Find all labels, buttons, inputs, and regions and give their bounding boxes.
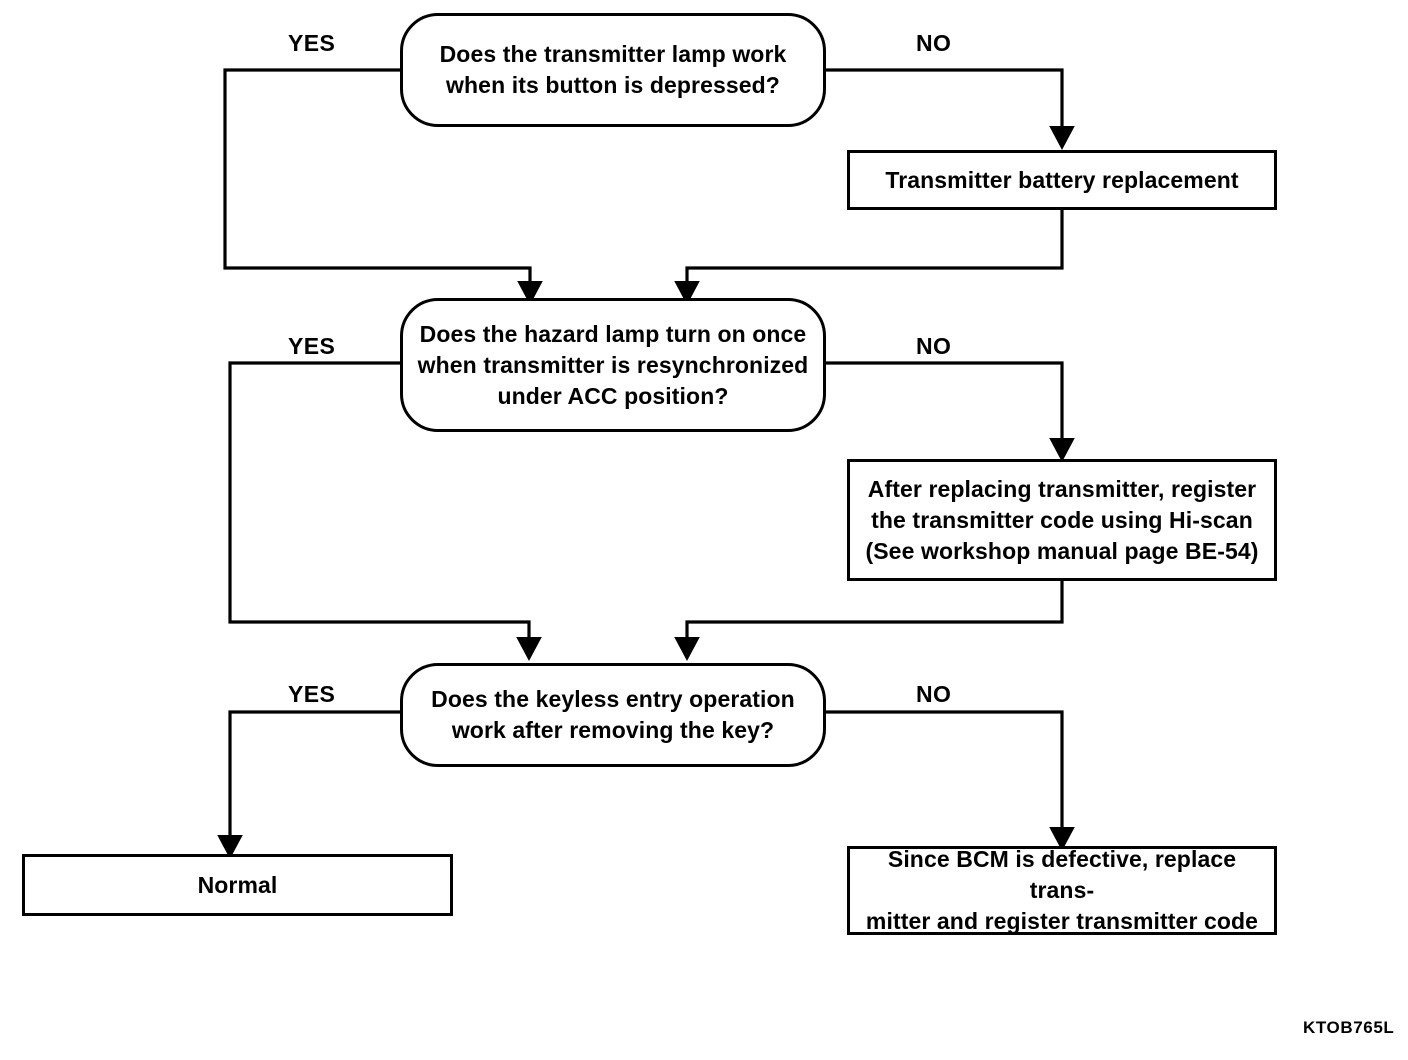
branch-label-yes-1: YES	[288, 30, 336, 56]
branch-label-no-2: NO	[916, 333, 952, 359]
edge-p2-to-d3	[674, 581, 1064, 661]
edge-d2-no-to-p2	[826, 361, 1075, 462]
edge-p1-to-d2	[674, 209, 1064, 305]
decision-keyless-entry-text: Does the keyless entry operation work af…	[431, 686, 795, 743]
terminal-normal[interactable]: Normal	[22, 854, 453, 916]
decision-transmitter-lamp[interactable]: Does the transmitter lamp work when its …	[400, 13, 826, 127]
process-bcm-defective[interactable]: Since BCM is defective, replace trans- m…	[847, 846, 1277, 935]
branch-label-no-3: NO	[916, 681, 952, 707]
edge-d3-yes-to-normal	[217, 710, 400, 859]
decision-hazard-lamp[interactable]: Does the hazard lamp turn on once when t…	[400, 298, 826, 432]
edge-d3-no-to-p3	[826, 710, 1075, 851]
branch-label-no-1: NO	[916, 30, 952, 56]
process-register-code-text: After replacing transmitter, register th…	[865, 475, 1259, 564]
decision-hazard-lamp-text: Does the hazard lamp turn on once when t…	[417, 320, 809, 409]
decision-transmitter-lamp-text: Does the transmitter lamp work when its …	[439, 41, 787, 98]
figure-caption: KTOB765L	[1303, 1018, 1395, 1037]
decision-keyless-entry[interactable]: Does the keyless entry operation work af…	[400, 663, 826, 767]
process-register-code[interactable]: After replacing transmitter, register th…	[847, 459, 1277, 581]
branch-label-yes-2: YES	[288, 333, 336, 359]
process-battery-replacement[interactable]: Transmitter battery replacement	[847, 150, 1277, 210]
terminal-normal-text: Normal	[197, 871, 278, 898]
process-bcm-defective-text: Since BCM is defective, replace trans- m…	[865, 846, 1259, 934]
process-battery-replacement-text: Transmitter battery replacement	[885, 166, 1239, 193]
edge-d1-no-to-p1	[826, 68, 1075, 150]
branch-label-yes-3: YES	[288, 681, 336, 707]
